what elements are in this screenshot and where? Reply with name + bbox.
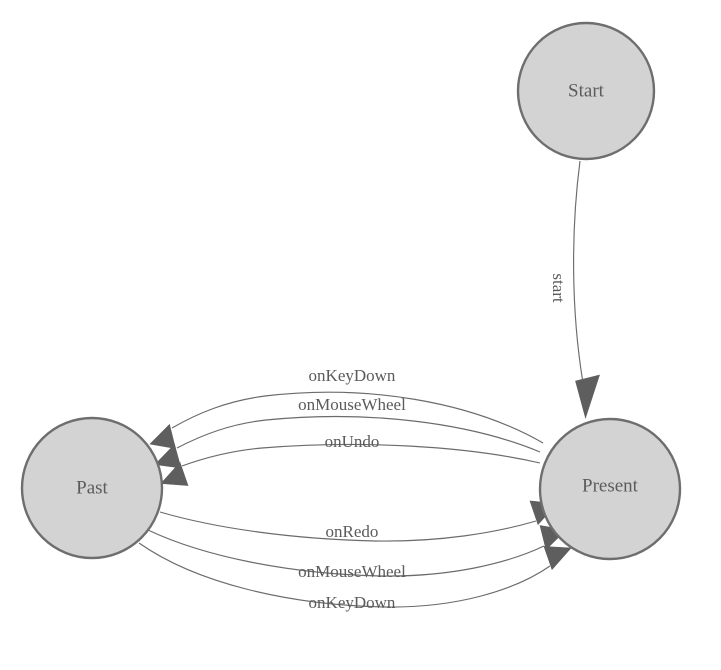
edge-present-to-past-onundo[interactable]: onUndo [160,432,541,486]
edge-start-to-present[interactable]: start [549,160,600,420]
edge-label-present-past-2: onMouseWheel [298,395,406,414]
node-start[interactable]: Start [516,21,656,161]
edge-present-to-past-onkeydown[interactable]: onKeyDown [149,366,544,449]
node-present-label: Present [582,475,639,496]
node-present[interactable]: Present [538,417,682,561]
edge-path-present-past-1 [171,391,544,444]
edge-past-to-present-onmousewheel[interactable]: onMouseWheel [147,525,567,581]
edge-arrowhead-present-past-2 [154,443,182,469]
node-past[interactable]: Past [20,416,164,560]
edge-label-past-present-2: onMouseWheel [298,562,406,581]
edge-path-present-past-2 [176,415,541,453]
edge-label-past-present-3: onKeyDown [309,593,396,612]
node-present-circle [538,417,682,561]
edge-past-to-present-onredo[interactable]: onRedo [159,500,558,542]
edge-label-present-past-1: onKeyDown [309,366,396,385]
node-start-label: Start [568,80,605,101]
node-start-circle [516,21,656,161]
edge-path-past-present-3 [138,542,551,608]
edge-path-past-present-1 [159,511,537,542]
edge-arrowhead-start-present [575,374,600,420]
edge-path-start-present [573,160,584,384]
edge-arrowhead-present-past-1 [149,423,176,449]
edge-path-past-present-2 [147,529,545,577]
edge-label-present-past-3: onUndo [325,432,380,451]
edge-label-start: start [549,273,568,303]
edge-present-to-past-onmousewheel[interactable]: onMouseWheel [154,395,541,469]
node-past-label: Past [76,477,108,498]
edge-path-present-past-3 [181,443,541,467]
edge-past-to-present-onkeydown[interactable]: onKeyDown [138,542,572,612]
node-past-circle [20,416,164,560]
edge-label-past-present-1: onRedo [326,522,379,541]
edge-arrowhead-present-past-3 [160,461,189,486]
edge-arrowhead-past-present-3 [543,546,572,571]
